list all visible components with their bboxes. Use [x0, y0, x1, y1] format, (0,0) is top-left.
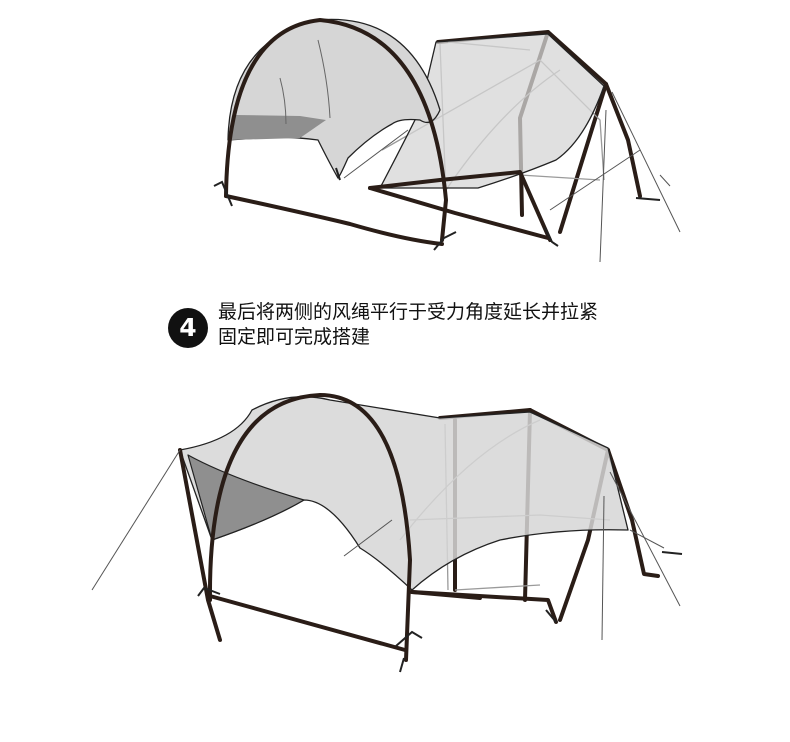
step-number-badge: 4	[168, 308, 208, 348]
step-description-line2: 固定即可完成搭建	[218, 326, 371, 348]
front-arch-pole	[224, 18, 552, 246]
tarp-fabric	[227, 18, 605, 189]
guy-lines	[343, 91, 681, 263]
guy-lines	[91, 449, 681, 641]
step-description-line1: 最后将两侧的风绳平行于受力角度延长并拉紧	[218, 301, 599, 323]
ground-stakes	[197, 551, 683, 673]
front-arch-pole	[178, 393, 558, 662]
tent-tarp-draped-illustration	[213, 18, 681, 263]
tent-tarp-extended-illustration	[91, 393, 683, 673]
step-instruction: 4 最后将两侧的风绳平行于受力角度延长并拉紧 固定即可完成搭建	[168, 300, 728, 360]
tarp-fabric	[179, 396, 629, 591]
ground-stakes	[213, 167, 661, 251]
step-description: 最后将两侧的风绳平行于受力角度延长并拉紧 固定即可完成搭建	[218, 300, 718, 350]
